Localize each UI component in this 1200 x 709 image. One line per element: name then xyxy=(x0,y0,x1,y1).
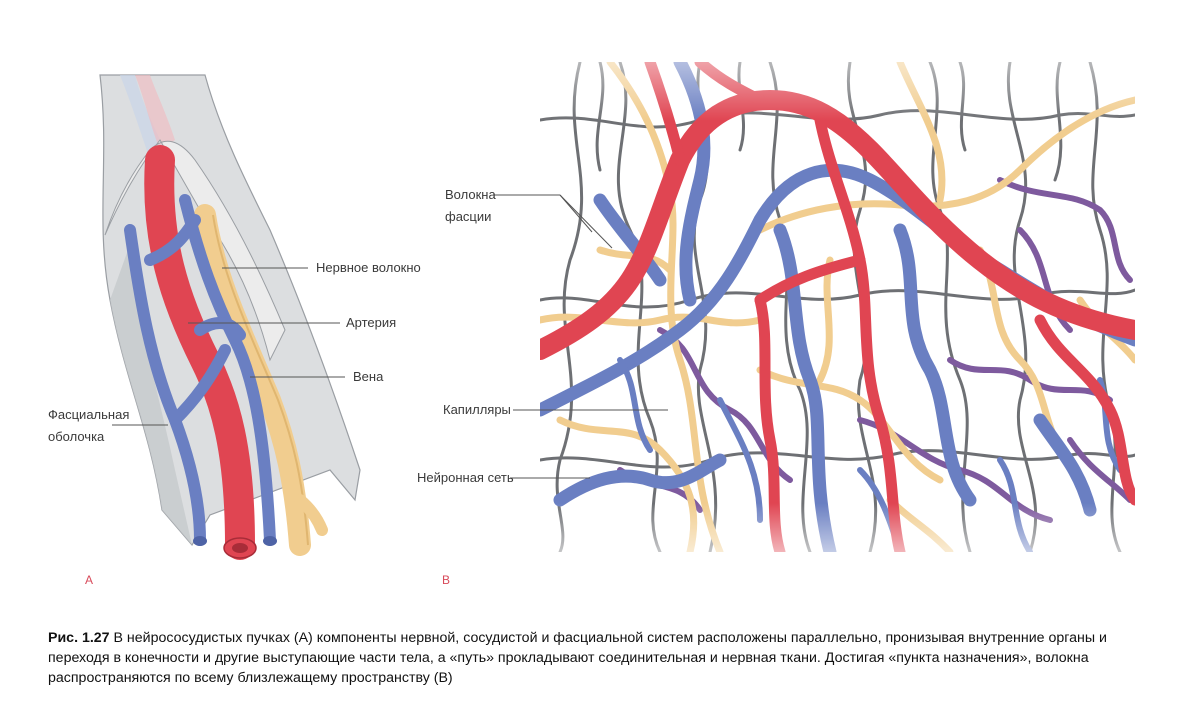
nerve-fiber-a xyxy=(194,204,311,556)
label-vein: Вена xyxy=(353,369,384,384)
label-neuron-network: Нейронная сеть xyxy=(417,470,514,485)
label-artery: Артерия xyxy=(346,315,397,330)
label-fascia-line2: оболочка xyxy=(48,429,105,444)
panel-letter-a: A xyxy=(85,573,94,587)
label-fascia-fibers-line2: фасции xyxy=(445,209,492,224)
label-nerve-fiber: Нервное волокно xyxy=(316,260,421,275)
panel-letter-b: B xyxy=(442,573,451,587)
figure-caption: Рис. 1.27 В нейрососудистых пучках (А) к… xyxy=(48,628,1168,688)
label-capillaries: Капилляры xyxy=(443,402,511,417)
label-fascia-line1: Фасциальная xyxy=(48,407,130,422)
artery-a xyxy=(144,145,255,560)
label-fascia-fibers-line1: Волокна xyxy=(445,187,496,202)
figure-number: Рис. 1.27 xyxy=(48,630,110,646)
caption-text: В нейрососудистых пучках (А) компоненты … xyxy=(48,630,1107,686)
